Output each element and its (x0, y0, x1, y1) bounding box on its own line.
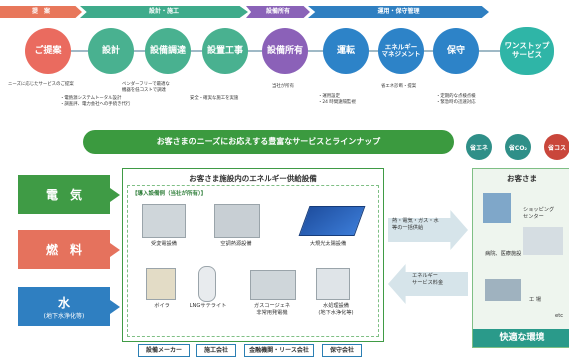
cogeneration-icon (250, 270, 296, 300)
arrow-water (110, 300, 120, 314)
arrow-fuel (110, 243, 120, 257)
facility-panel: お客さま施設内のエネルギー供給設備 【導入設備例（当社が所有）】 受変電設備 空… (122, 168, 384, 342)
step-procurement: 設備調達 (145, 28, 191, 74)
partner-finance: 金融機関・リース会社 (244, 344, 314, 357)
supply-label: 熱・電気・ガス・水 等の一括供給 (392, 218, 439, 231)
note-maintenance: ・定期的な点検点検 ・緊急時の迅速対応 (436, 94, 476, 105)
boiler-icon (146, 268, 176, 300)
customer-hospital: 病院、医療施設 (485, 251, 522, 257)
note-procurement: ベンダーフリーで最適な 機器を低コストで調達 (122, 82, 170, 93)
step-maintenance: 保守 (433, 28, 479, 74)
equipment-substation: 受変電設備 (151, 241, 177, 247)
customer-title: お客さま (507, 174, 537, 183)
source-water: 水(地下水浄化等) (18, 287, 110, 326)
water-treatment-icon (316, 268, 350, 300)
step-design: 設計 (88, 28, 134, 74)
note-energy-management: 省エネ診断・提案 (381, 84, 417, 89)
note-ownership: 当社が所有 (272, 84, 294, 89)
step-proposal: ご提案 (25, 28, 71, 74)
facility-inner: 【導入設備例（当社が所有）】 受変電設備 空調熱源設備 大規光太陽設備 ボイラ … (127, 185, 379, 337)
customer-panel: お客さま ショッピング センター 病院、医療施設 工 場 etc 快適な環境 (472, 168, 569, 348)
equipment-lng: LNGサテライト (189, 303, 227, 309)
partner-manufacturer: 設備メーカー (138, 344, 190, 357)
customer-etc: etc (555, 313, 564, 319)
facility-subtitle: 【導入設備例（当社が所有）】 (132, 191, 207, 197)
services-banner: お客さまのニーズにお応えする豊富なサービスとラインナップ (83, 130, 454, 154)
phase-operation: 運用・保守管理 (308, 6, 489, 18)
phase-design-construction: 設計・施工 (80, 6, 248, 18)
equipment-hvac: 空調熱源設備 (220, 241, 252, 247)
arrow-electricity (110, 188, 120, 202)
shopping-center-icon (483, 193, 511, 223)
step-one-stop-service: ワンストップ サービス (500, 27, 554, 75)
step-ownership: 設備所有 (262, 28, 308, 74)
customer-shopping-center: ショッピング センター (523, 207, 555, 220)
phase-ownership: 設備所有 (246, 6, 310, 18)
phase-proposal: 提 案 (0, 6, 82, 18)
substation-icon (142, 204, 186, 238)
solar-panel-icon (298, 206, 366, 236)
source-electricity: 電 気 (18, 175, 110, 214)
equipment-boiler: ボイラ (154, 303, 170, 309)
step-energy-management: エネルギー マネジメント (378, 28, 424, 74)
note-installation: 安全・確実な施工を実施 (190, 96, 239, 101)
note-proposal: ニーズに応じたサービスのご提案 (8, 82, 74, 87)
partner-maintenance: 保守会社 (322, 344, 362, 357)
lng-tank-icon (198, 266, 216, 302)
equipment-cogeneration: ガスコージェネ 非常用発電機 (253, 303, 291, 316)
factory-icon (485, 279, 521, 301)
facility-title: お客さま施設内のエネルギー供給設備 (189, 174, 317, 183)
fee-label: エネルギー サービス料金 (412, 273, 444, 286)
badge-cost-saving: 省コス (544, 134, 569, 160)
equipment-water-treatment: 水処理設備 (地下水浄化等) (318, 303, 354, 316)
note-operation: ・運用設定 ・24 時間遠隔監視 (318, 94, 356, 105)
badge-co2-saving: 省CO₂ (505, 134, 531, 160)
hvac-icon (214, 204, 260, 238)
equipment-solar: 大規光太陽設備 (309, 241, 347, 247)
source-fuel: 燃 料 (18, 230, 110, 269)
step-operation: 運転 (323, 28, 369, 74)
customer-factory: 工 場 (529, 297, 542, 303)
partner-construction: 施工会社 (196, 344, 236, 357)
comfort-banner: 快適な環境 (473, 329, 569, 347)
note-design: ・電熱源システムトータル設計 ・調査評、電力会社への手続き代行 (60, 96, 131, 107)
hospital-icon (523, 227, 563, 255)
step-installation: 設置工事 (202, 28, 248, 74)
badge-energy-saving: 省エネ (466, 134, 492, 160)
